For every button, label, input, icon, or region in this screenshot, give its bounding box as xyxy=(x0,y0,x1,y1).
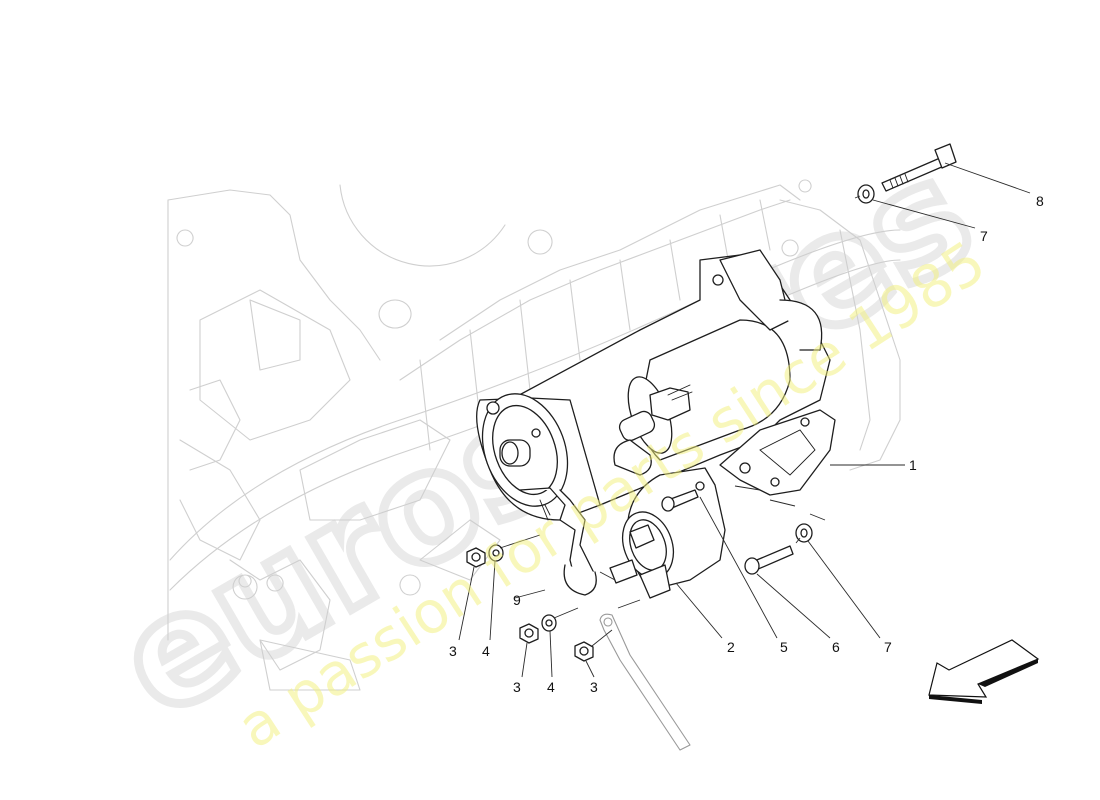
callout-3[interactable]: 3 xyxy=(590,679,598,695)
callout-5[interactable]: 5 xyxy=(780,639,788,655)
callout-9[interactable]: 9 xyxy=(513,592,521,608)
callout-4[interactable]: 4 xyxy=(547,679,555,695)
assembly-lines xyxy=(499,195,861,647)
callout-6[interactable]: 6 xyxy=(832,639,840,655)
nut-3-a[interactable] xyxy=(466,547,486,568)
leader-lines xyxy=(458,162,1031,678)
washer-4-b[interactable] xyxy=(541,614,557,632)
callout-4[interactable]: 4 xyxy=(482,643,490,659)
callout-8[interactable]: 8 xyxy=(1036,193,1044,209)
bolt-6[interactable] xyxy=(744,545,794,575)
engine-block-outline xyxy=(167,179,901,691)
callout-labels: 1 2 3 3 3 4 4 5 6 7 7 8 9 xyxy=(449,193,1044,695)
direction-arrow-icon xyxy=(928,639,1040,704)
solenoid-screw[interactable] xyxy=(661,489,699,512)
bolt-8[interactable] xyxy=(881,143,957,192)
callout-1[interactable]: 1 xyxy=(909,457,917,473)
cable[interactable] xyxy=(519,487,597,596)
callout-7[interactable]: 7 xyxy=(884,639,892,655)
callout-3[interactable]: 3 xyxy=(449,643,457,659)
callout-3[interactable]: 3 xyxy=(513,679,521,695)
nut-3-b[interactable] xyxy=(519,623,539,644)
callout-2[interactable]: 2 xyxy=(727,639,735,655)
washer-7-upper[interactable] xyxy=(857,184,875,204)
ground-cable xyxy=(599,613,691,751)
washer-4-a[interactable] xyxy=(488,544,504,562)
washer-7-lower[interactable] xyxy=(795,523,813,543)
callout-7[interactable]: 7 xyxy=(980,228,988,244)
nut-3-c[interactable] xyxy=(574,641,594,662)
starter-motor[interactable] xyxy=(468,249,836,521)
